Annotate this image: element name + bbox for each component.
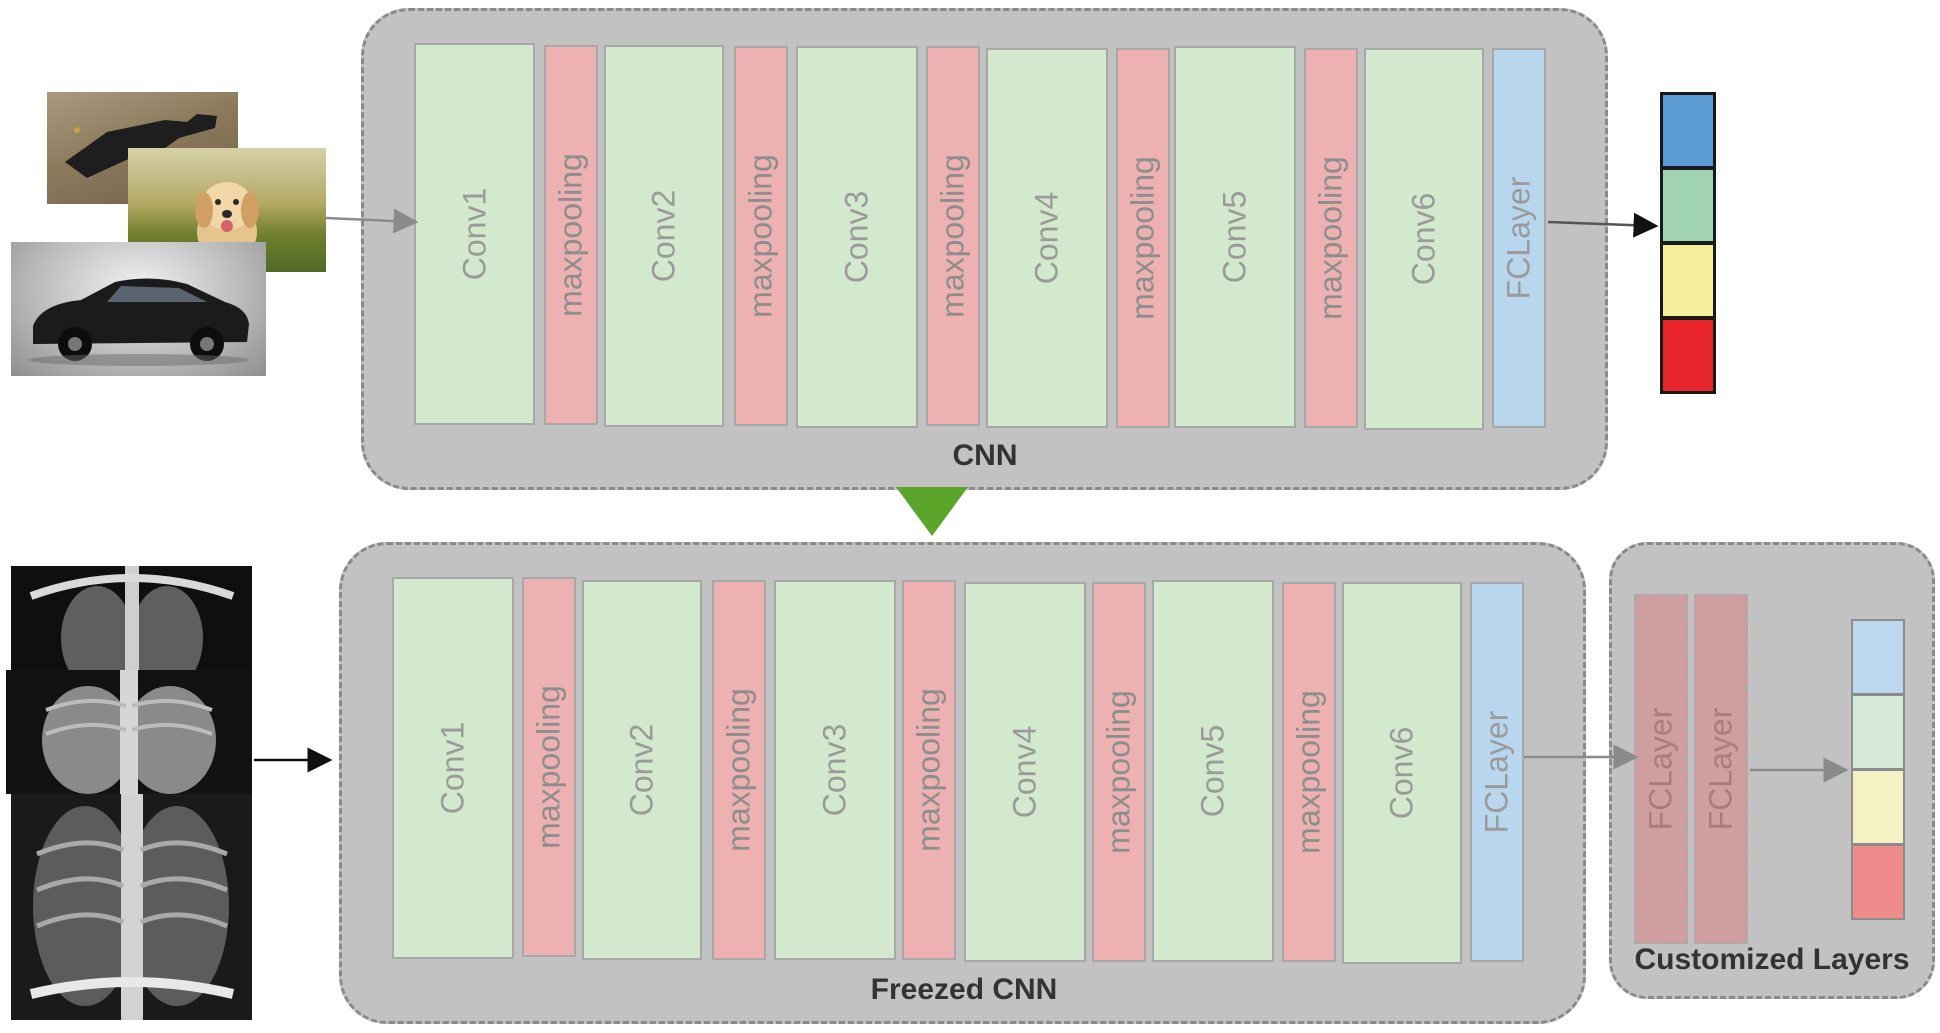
freezed-cnn-layer-conv3: Conv3 [774, 580, 896, 960]
custom-output-cell-1 [1851, 619, 1905, 695]
cnn-layer-maxpooling-1: maxpooling [544, 45, 598, 425]
custom-output-cell-3 [1851, 769, 1905, 845]
freezed-cnn-layer-maxpooling-3: maxpooling [712, 580, 766, 960]
freezed-cnn-title: Freezed CNN [870, 973, 1058, 1006]
xray-photo-1 [11, 566, 252, 672]
transfer-arrow-icon [896, 487, 968, 536]
freezed-cnn-layer-conv2: Conv2 [582, 580, 702, 960]
cnn-layer-conv3: Conv3 [796, 46, 918, 428]
xray-photo-2 [6, 670, 252, 794]
xray-photo-3 [11, 794, 252, 1020]
freezed-cnn-layer-maxpooling-9: maxpooling [1282, 582, 1336, 962]
freezed-cnn-layer-conv4: Conv4 [964, 582, 1086, 962]
cnn-output-cell-4 [1660, 317, 1716, 394]
cnn-output-cell-1 [1660, 92, 1716, 169]
freezed-cnn-layer-fclayer: FCLayer [1470, 582, 1524, 962]
customized-layers-title: Customized Layers [1634, 943, 1910, 976]
cnn-layer-maxpooling-3: maxpooling [734, 46, 788, 426]
freezed-cnn-layer-maxpooling-1: maxpooling [522, 577, 576, 957]
cnn-layer-conv5: Conv5 [1174, 46, 1296, 428]
cnn-output-cell-3 [1660, 242, 1716, 319]
custom-layer-fclayer: FCLayer [1694, 594, 1748, 944]
freezed-cnn-layer-maxpooling-5: maxpooling [902, 580, 956, 960]
cnn-title: CNN [952, 439, 1018, 472]
xray-chest-icon [29, 794, 235, 1020]
cnn-to-output-arrow [1547, 212, 1659, 238]
freezed-cnn-layer-conv1: Conv1 [392, 577, 514, 959]
cnn-layer-conv1: Conv1 [414, 43, 535, 425]
freezed-cnn-layer-maxpooling-7: maxpooling [1092, 582, 1146, 962]
cnn-output-cell-2 [1660, 167, 1716, 244]
cnn-layer-maxpooling-7: maxpooling [1116, 48, 1170, 428]
custom-output-cell-4 [1851, 844, 1905, 920]
cnn-layer-maxpooling-9: maxpooling [1304, 48, 1358, 428]
custom-output-cell-2 [1851, 694, 1905, 770]
freezed-cnn-layer-conv6: Conv6 [1342, 582, 1462, 964]
cnn-layer-maxpooling-5: maxpooling [926, 46, 980, 426]
car-photo [11, 242, 266, 376]
cnn-layer-conv4: Conv4 [986, 48, 1108, 428]
xray-chest-icon [29, 566, 235, 672]
cnn-layer-fclayer: FCLayer [1492, 48, 1546, 428]
input-to-cnn-arrow [325, 208, 419, 234]
car-icon [29, 278, 249, 366]
cnn-layer-conv2: Conv2 [604, 45, 724, 427]
freezed-cnn-layer-conv5: Conv5 [1152, 580, 1274, 962]
xray-chest-icon [42, 670, 216, 794]
cnn-layer-conv6: Conv6 [1364, 48, 1484, 430]
